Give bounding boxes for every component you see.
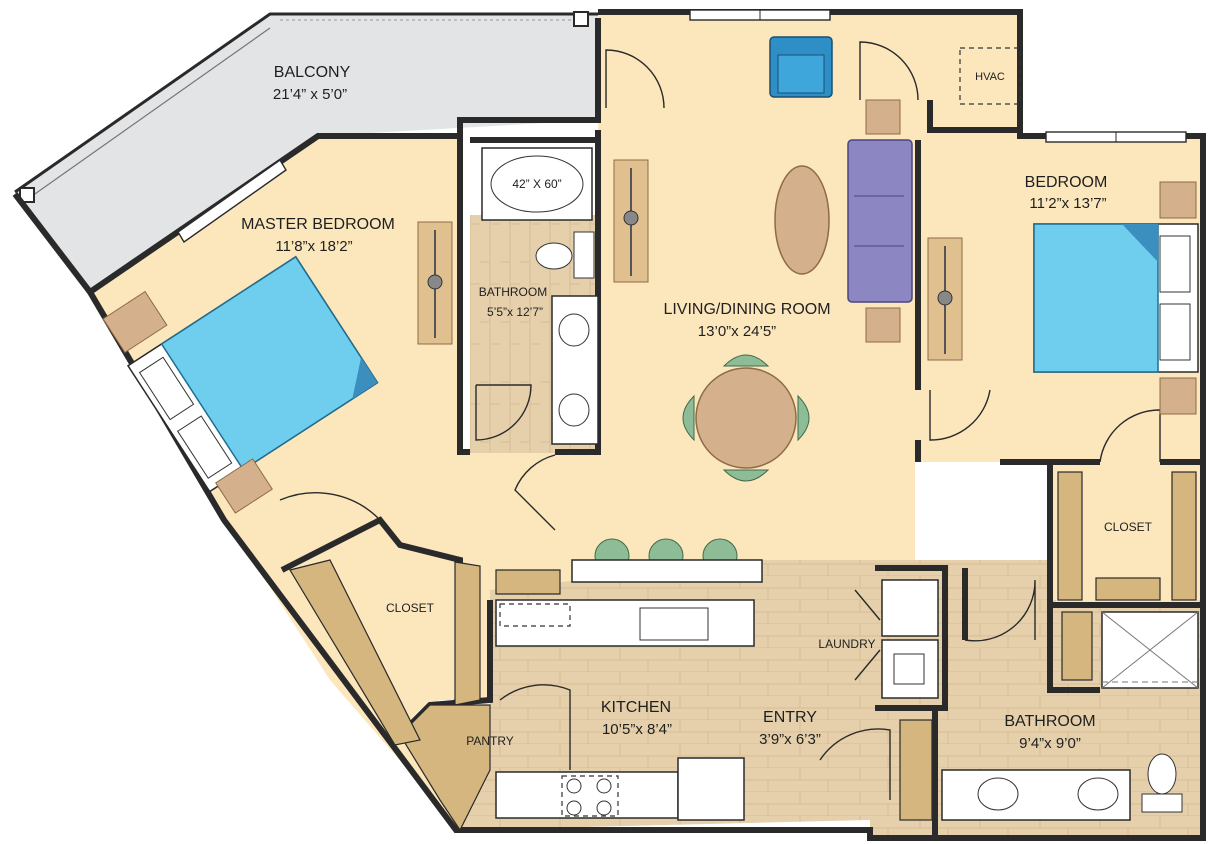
bedroom-closet-shelf	[1095, 577, 1161, 601]
kitchen-dims: 10’5”x 8’4”	[602, 721, 672, 738]
bathroom-door[interactable]	[964, 579, 1036, 642]
refrigerator	[677, 757, 745, 821]
master-bed	[126, 255, 379, 493]
laundry-bifold-door[interactable]	[854, 589, 881, 681]
balcony-area	[15, 14, 598, 290]
master-sink	[558, 313, 590, 347]
balcony-dims: 21’4” x 5’0”	[273, 86, 347, 103]
wall-bath-upper	[1047, 605, 1100, 693]
hvac-door[interactable]	[859, 41, 919, 101]
wall-laundry	[875, 565, 948, 711]
hvac-label: HVAC	[975, 71, 1005, 83]
vanity-sink	[977, 777, 1019, 811]
entry-dims: 3’9”x 6’3”	[759, 731, 821, 748]
pantry-shelves	[399, 704, 491, 832]
tub-size-label: 42” X 60”	[512, 177, 561, 191]
toilet-tank	[573, 231, 595, 279]
bathroom-name: BATHROOM	[1004, 713, 1095, 730]
bedroom-name: BEDROOM	[1025, 174, 1108, 191]
entry-door[interactable]	[819, 728, 891, 800]
bathroom-dims: 9’4”x 9’0”	[1019, 735, 1081, 752]
dishwasher	[499, 603, 571, 627]
master-bath-dims: 5’5”x 12’7”	[487, 305, 543, 319]
linen-closet	[1061, 611, 1093, 681]
bedroom-door[interactable]	[929, 389, 991, 441]
master-bath-door[interactable]	[475, 384, 532, 441]
nightstand	[215, 458, 273, 514]
end-table	[865, 307, 901, 343]
master-closet-shelf	[289, 559, 421, 746]
wall-master-bath-right	[555, 130, 601, 455]
range-stove	[561, 775, 619, 817]
dining-chair	[682, 394, 695, 442]
balcony-side-wall	[12, 192, 93, 294]
balcony-rail-inner	[31, 27, 271, 197]
dryer	[881, 579, 939, 637]
nightstand	[102, 290, 168, 354]
entry-closet	[899, 719, 933, 821]
bedroom-closet-shelf	[1057, 471, 1083, 601]
sofa	[847, 139, 913, 303]
nightstand	[1159, 181, 1197, 219]
laundry-label: LAUNDRY	[818, 637, 875, 651]
pantry-label: PANTRY	[466, 734, 514, 748]
kitchen-island	[495, 599, 755, 647]
hvac-unit	[959, 47, 1021, 105]
bar-counter	[571, 559, 763, 583]
master-bedroom-name: MASTER BEDROOM	[241, 216, 395, 233]
coffee-table	[774, 165, 830, 275]
balcony-railing	[14, 12, 598, 194]
toilet	[1147, 753, 1177, 795]
balcony-name: BALCONY	[274, 64, 351, 81]
balcony-door[interactable]	[605, 49, 665, 109]
bedroom-closet-shelf	[1171, 471, 1197, 601]
wall-hvac	[927, 100, 1020, 133]
master-closet-door[interactable]	[279, 492, 381, 521]
balcony-post	[19, 187, 35, 203]
master-closet-shelf	[454, 561, 481, 706]
living-dining-name: LIVING/DINING ROOM	[663, 301, 830, 318]
master-closet-label: CLOSET	[386, 601, 435, 615]
kitchen-name: KITCHEN	[601, 699, 671, 716]
coat-closet	[495, 569, 561, 595]
master-bedroom-dims: 11’8”x 18’2”	[275, 238, 352, 255]
master-bedroom-door[interactable]	[514, 454, 556, 531]
balcony-post	[573, 11, 589, 27]
pantry-door[interactable]	[499, 684, 571, 770]
nightstand	[1159, 377, 1197, 415]
dining-chair	[797, 394, 810, 442]
living-dining-dims: 13’0”x 24’5”	[698, 323, 776, 340]
master-toilet	[535, 242, 573, 270]
bedroom-closet-door[interactable]	[1099, 409, 1161, 463]
dining-chair	[722, 469, 770, 482]
vanity-sink	[1077, 777, 1119, 811]
window-master	[177, 158, 287, 244]
bedroom-dims: 11’2”x 13’7”	[1029, 195, 1106, 212]
kitchen-counter	[495, 771, 679, 819]
master-bath-name: BATHROOM	[479, 285, 547, 299]
end-table	[865, 99, 901, 135]
bedroom-closet-label: CLOSET	[1104, 520, 1153, 534]
master-sink	[558, 393, 590, 427]
wall-master-bath-left	[457, 136, 470, 455]
kitchen-sink	[639, 607, 709, 641]
dining-chair	[722, 354, 770, 367]
dining-table	[695, 367, 797, 469]
entry-name: ENTRY	[763, 709, 817, 726]
